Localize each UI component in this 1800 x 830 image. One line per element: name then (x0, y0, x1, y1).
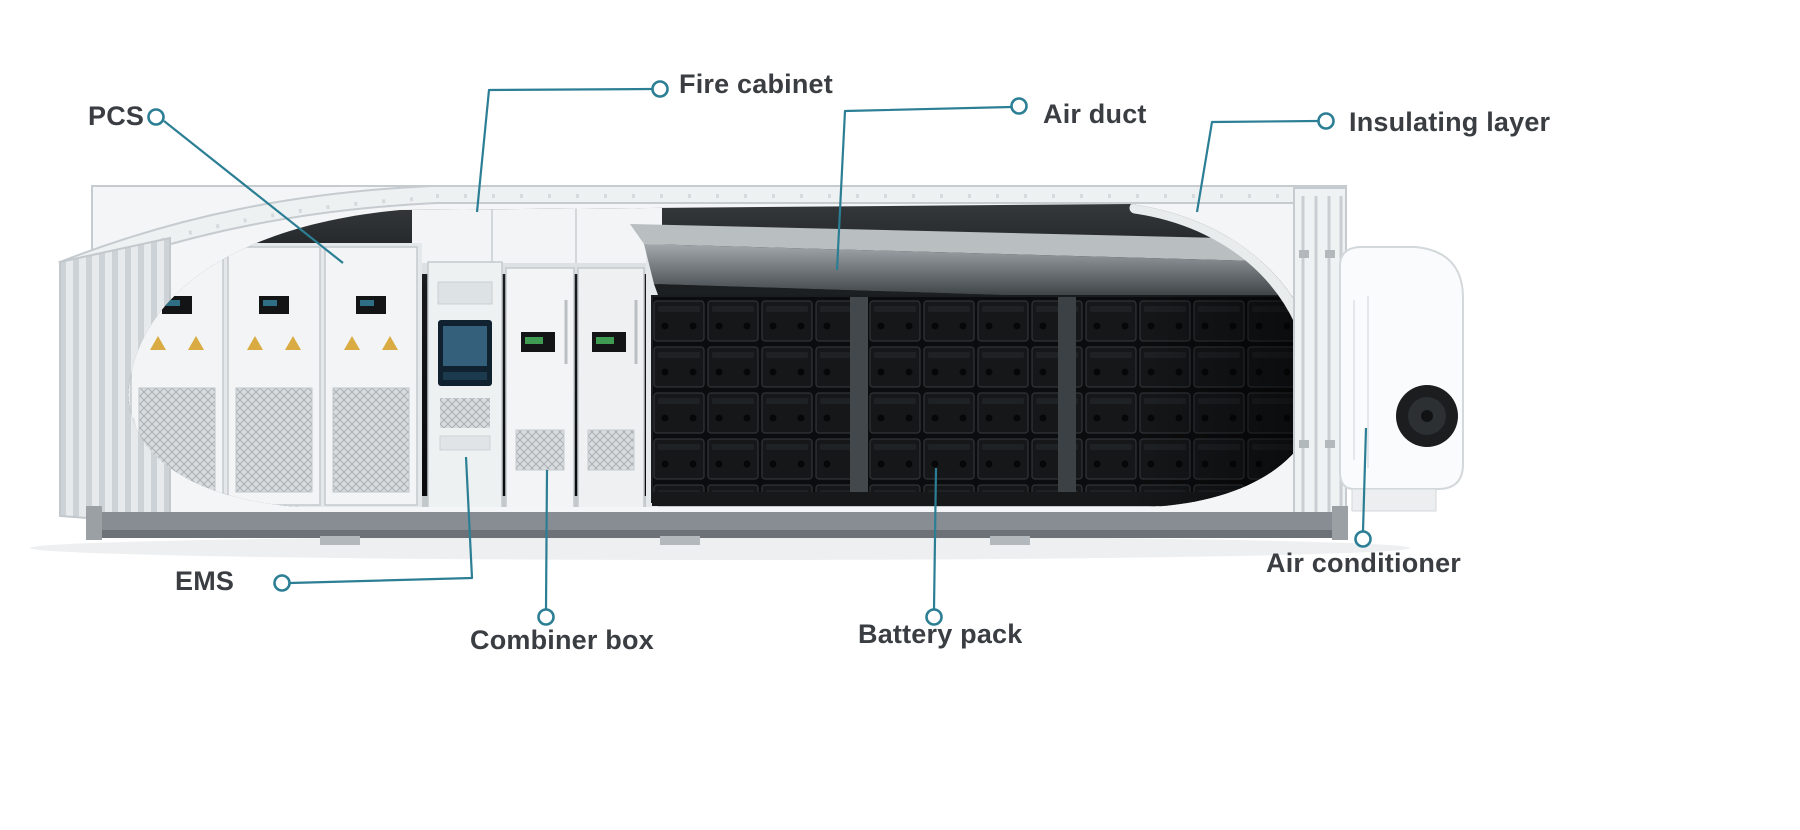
label-ems: EMS (175, 566, 235, 596)
ground-shadow (30, 536, 1410, 560)
label-battery-pack: Battery pack (858, 619, 1023, 649)
combiner-box-cabinets (505, 267, 645, 507)
label-insulating-layer: Insulating layer (1349, 107, 1551, 137)
label-air-conditioner: Air conditioner (1266, 548, 1462, 578)
battery-racks (651, 295, 1320, 506)
air-conditioner-unit (1339, 246, 1464, 512)
cutaway-interior (128, 204, 1321, 507)
label-fire-cabinet: Fire cabinet (679, 69, 833, 99)
label-pcs: PCS (88, 101, 145, 131)
label-combiner-box: Combiner box (470, 625, 654, 655)
container-door-end (1293, 187, 1347, 537)
label-air-duct: Air duct (1043, 99, 1147, 129)
ems-cabinet (427, 261, 503, 507)
